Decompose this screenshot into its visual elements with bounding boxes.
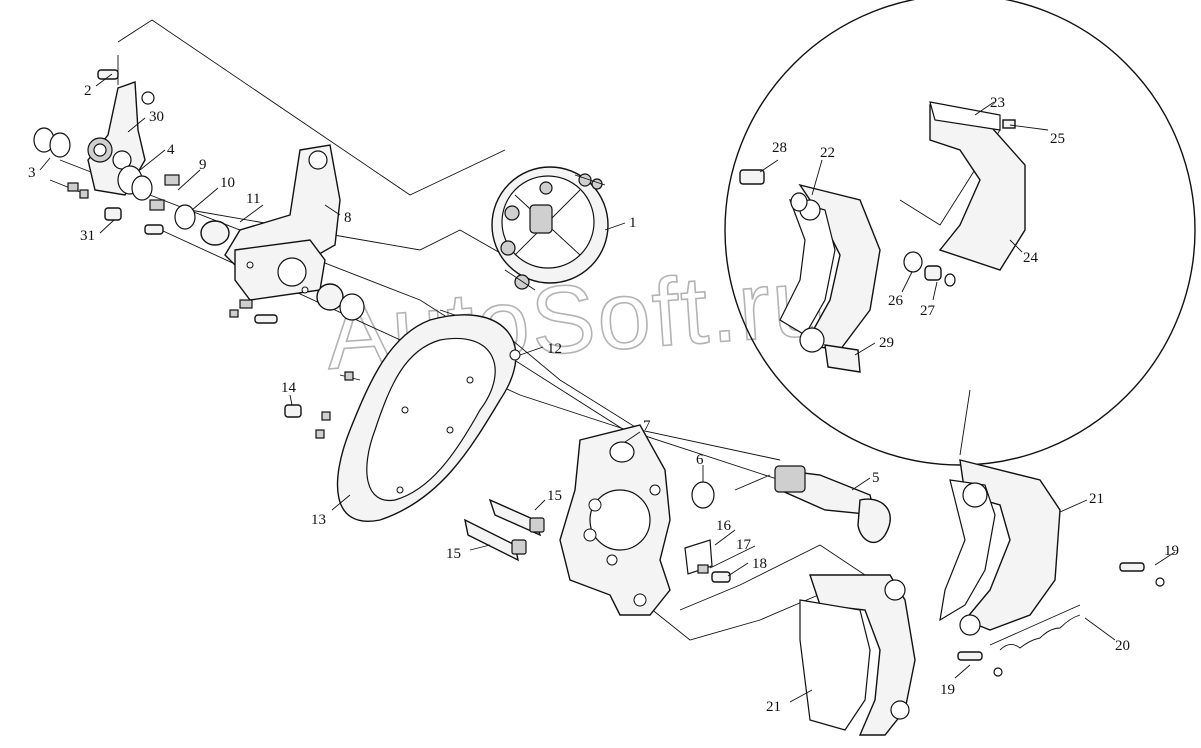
brake-spider [559,424,671,616]
callout-labels: 1 2 3 4 5 6 7 8 9 10 11 12 13 14 15 15 1… [28,83,1179,715]
callout-10: 10 [220,175,235,191]
callout-4: 4 [167,142,175,158]
callout-15b: 15 [446,546,461,562]
bushing-seal [229,283,365,324]
callout-8: 8 [344,210,352,226]
callout-19a: 19 [1164,543,1179,559]
callout-21a: 21 [1089,491,1104,507]
callout-12: 12 [547,341,562,357]
callout-6: 6 [696,452,704,468]
small-parts-16-18 [684,539,731,583]
callout-17: 17 [736,537,752,553]
callout-7: 7 [643,418,651,434]
brake-chamber [491,166,609,291]
callout-29: 29 [879,335,894,351]
spring-and-pins [957,562,1165,677]
detail-circle [724,0,1196,466]
bolts-left [49,179,164,235]
callout-20: 20 [1115,638,1130,654]
callout-21b: 21 [766,699,781,715]
callout-31: 31 [80,228,95,244]
callout-26: 26 [888,293,904,309]
callout-5: 5 [872,470,880,486]
callout-22: 22 [820,145,835,161]
callout-24: 24 [1023,250,1039,266]
brake-shoe-right [939,459,1061,636]
callout-18: 18 [752,556,767,572]
dust-shield [336,314,521,522]
callout-16: 16 [716,518,732,534]
callout-13: 13 [311,512,326,528]
detail-roller-parts [739,119,1016,373]
brake-shoe-lower [799,574,916,736]
camshaft-bracket [224,144,341,301]
callout-15a: 15 [547,488,562,504]
camshaft-seal [691,481,715,509]
label-leaders [39,73,1176,703]
callout-11: 11 [246,191,260,207]
callout-9: 9 [199,157,207,173]
detail-lining [929,101,1026,271]
callout-3: 3 [28,165,36,181]
seals-9-10 [149,174,230,246]
detail-shoe [779,183,881,353]
dust-shield-bolts [284,371,361,439]
washers-left [33,127,153,201]
callout-28: 28 [772,140,787,156]
callout-27: 27 [920,303,936,319]
callout-2: 2 [84,83,92,99]
callout-23: 23 [990,95,1005,111]
callout-30: 30 [149,109,164,125]
callout-25: 25 [1050,131,1065,147]
callout-19b: 19 [940,682,955,698]
anchor-pins [464,498,545,562]
clevis-pin [97,55,119,85]
callout-14: 14 [281,380,297,396]
camshaft [734,465,891,544]
callout-1: 1 [629,215,637,231]
